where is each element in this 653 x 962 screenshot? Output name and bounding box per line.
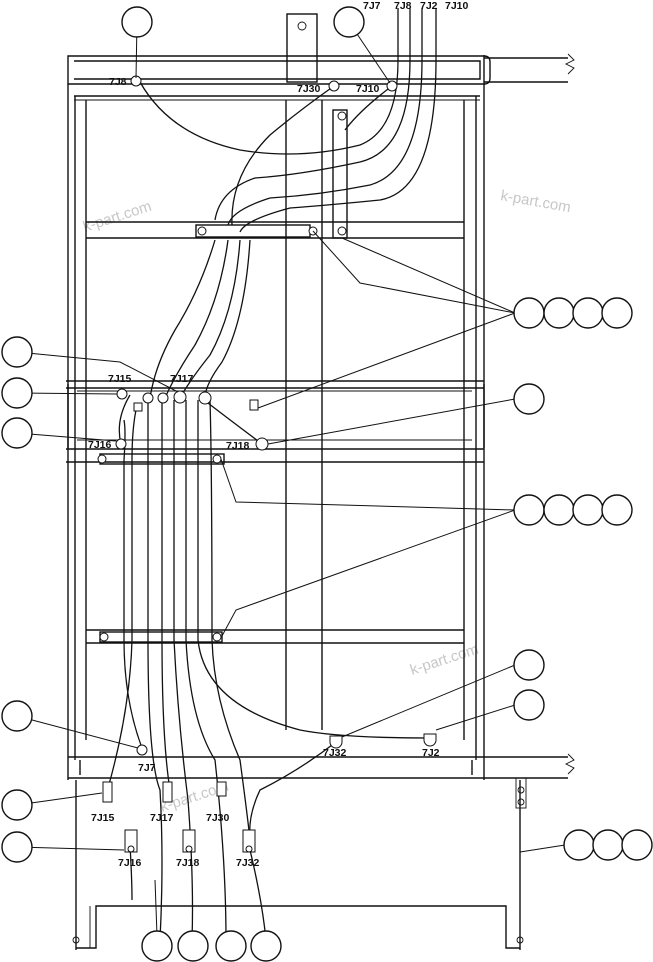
callout-circle [177, 930, 209, 962]
connector-icon [423, 733, 437, 747]
callout-circle [601, 494, 633, 526]
clip-icon [245, 845, 253, 853]
clip-icon [337, 226, 347, 236]
connector-icon [255, 437, 269, 451]
clip-icon [337, 111, 347, 121]
frame-structure [66, 13, 575, 950]
watermark-text: k-part.com [408, 641, 481, 679]
callout-circle [1, 789, 33, 821]
watermark-text: k-part.com [499, 187, 572, 216]
connector-icon [162, 781, 173, 803]
clip-icon [249, 399, 259, 411]
clip-icon [185, 845, 193, 853]
label-7j18-bottom: 7J18 [176, 857, 200, 869]
label-7j30: 7J30 [297, 83, 321, 95]
label-7j16-bottom: 7J16 [118, 857, 142, 869]
callout-circle [621, 829, 653, 861]
clip-icon [133, 402, 143, 412]
connector-icon [142, 392, 154, 404]
callout-circle [121, 6, 153, 38]
label-7j15-bottom: 7J15 [91, 812, 115, 824]
label-7j2-top: 7J2 [420, 0, 438, 12]
callout-circle [1, 831, 33, 863]
callout-circle [1, 417, 33, 449]
callout-circle [513, 649, 545, 681]
callout-circle [513, 297, 545, 329]
clip-icon [197, 226, 207, 236]
connectors [97, 75, 437, 853]
callout-circle [1, 377, 33, 409]
connector-icon [328, 80, 340, 92]
label-7j18: 7J18 [226, 440, 250, 452]
label-7j7-top: 7J7 [363, 0, 381, 12]
callout-circle [513, 689, 545, 721]
label-7j15: 7J15 [108, 373, 132, 385]
watermarks: k-part.com k-part.com k-part.com k-part.… [81, 187, 572, 816]
callout-circle [601, 297, 633, 329]
label-7j17: 7J17 [170, 373, 194, 385]
label-7j10: 7J10 [356, 83, 380, 95]
connector-icon [198, 391, 212, 405]
connector-icon [136, 744, 148, 756]
connector-icon [115, 438, 127, 450]
label-7j8-top: 7J8 [394, 0, 412, 12]
callout-circle [572, 297, 604, 329]
connector-icon [124, 829, 138, 853]
callout-circle [563, 829, 595, 861]
callout-circle [543, 494, 575, 526]
harness-wires [107, 8, 437, 941]
label-7j17-bottom: 7J17 [150, 812, 174, 824]
clip-icon [212, 454, 222, 464]
label-7j32: 7J32 [323, 747, 347, 759]
connector-icon [216, 781, 227, 797]
label-7j2: 7J2 [422, 747, 440, 759]
label-7j30-bottom: 7J30 [206, 812, 230, 824]
callout-circle [215, 930, 247, 962]
clip-icon [97, 454, 107, 464]
connector-icon [116, 388, 128, 400]
leader-lines [16, 21, 566, 936]
connector-icon [173, 390, 187, 404]
clip-icon [99, 632, 109, 642]
callout-circle [513, 383, 545, 415]
callouts [1, 6, 653, 962]
connector-icon [386, 80, 398, 92]
connector-icon [182, 829, 196, 853]
callout-circle [333, 6, 365, 38]
label-7j32-bottom: 7J32 [236, 857, 260, 869]
callout-circle [250, 930, 282, 962]
label-7j10-top: 7J10 [445, 0, 469, 12]
callout-circle [543, 297, 575, 329]
label-7j16: 7J16 [88, 439, 112, 451]
clip-icon [212, 632, 222, 642]
watermark-text: k-part.com [81, 198, 154, 236]
callout-circle [572, 494, 604, 526]
callout-circle [1, 700, 33, 732]
callout-circle [513, 494, 545, 526]
connector-icon [157, 392, 169, 404]
label-7j7: 7J7 [138, 762, 156, 774]
connector-labels: 7J7 7J8 7J2 7J10 7J8 7J30 7J10 7J15 7J17… [88, 0, 469, 869]
connector-icon [242, 829, 256, 853]
callout-circle [592, 829, 624, 861]
callout-circle [141, 930, 173, 962]
label-7j8: 7J8 [109, 76, 127, 88]
callout-circle [1, 336, 33, 368]
clip-icon [127, 845, 135, 853]
connector-icon [329, 735, 343, 749]
connector-icon [102, 781, 113, 803]
